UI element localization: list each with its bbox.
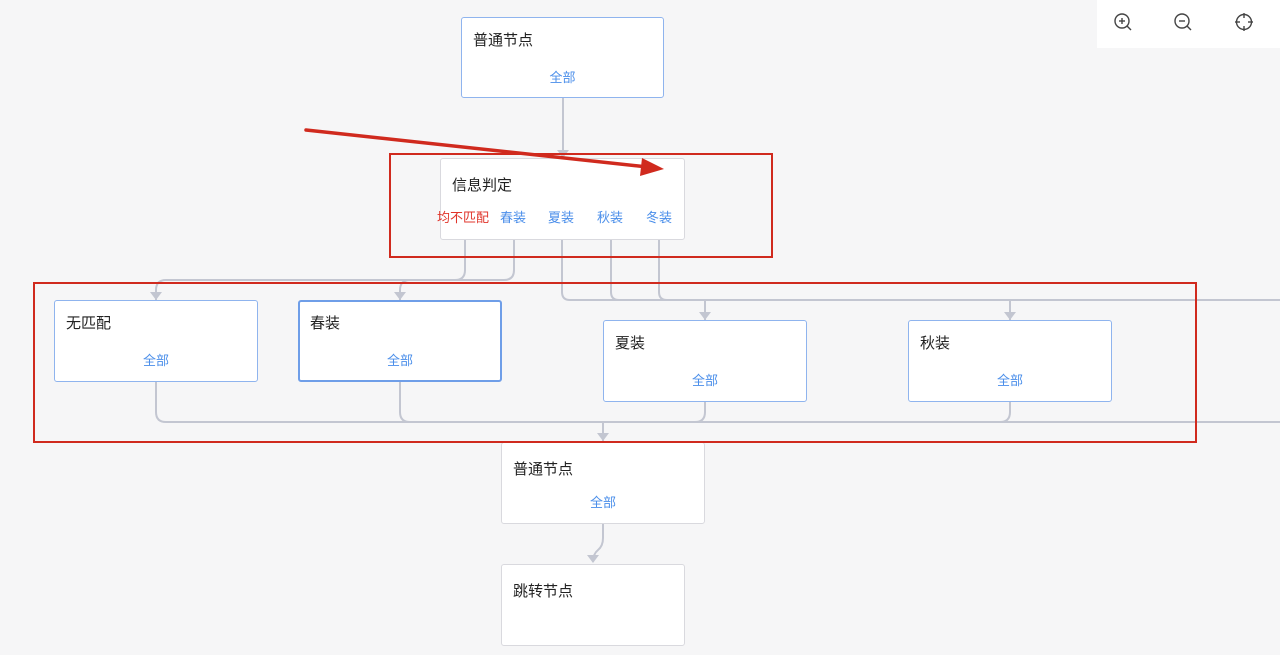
edge-summer-merge xyxy=(694,402,706,423)
node-title: 春装 xyxy=(310,314,341,332)
arrow-head xyxy=(394,292,406,300)
node-title: 普通节点 xyxy=(513,460,574,478)
edge-autumn-branch xyxy=(610,240,620,301)
zoom-in-icon[interactable] xyxy=(1112,11,1134,33)
jump-node[interactable]: 跳转节点 xyxy=(501,564,685,646)
branch-label-no-match[interactable]: 均不匹配 xyxy=(437,211,490,226)
merge-node[interactable]: 普通节点 全部 xyxy=(501,442,705,524)
node-scope-link[interactable]: 全部 xyxy=(386,354,413,369)
edge-summer-branch xyxy=(561,240,1280,301)
no-match-node[interactable]: 无匹配 全部 xyxy=(54,300,258,382)
arrow-head xyxy=(557,150,569,158)
summer-node[interactable]: 夏装 全部 xyxy=(603,320,807,402)
node-title: 普通节点 xyxy=(473,31,534,49)
arrow-head xyxy=(587,555,599,563)
arrow-head xyxy=(150,292,162,300)
crosshair-icon[interactable] xyxy=(1233,11,1255,33)
edge-spring-branch xyxy=(399,240,515,300)
edge-autumn-merge xyxy=(999,402,1011,423)
node-scope-link[interactable]: 全部 xyxy=(996,374,1023,389)
arrow-head xyxy=(1004,312,1016,320)
node-title: 信息判定 xyxy=(452,176,513,194)
autumn-node[interactable]: 秋装 全部 xyxy=(908,320,1112,402)
edge-winter-branch xyxy=(658,240,668,301)
spring-node[interactable]: 春装 全部 xyxy=(298,300,502,382)
zoom-out-icon[interactable] xyxy=(1172,11,1194,33)
decision-node[interactable]: 信息判定 xyxy=(440,158,685,240)
branch-label-winter[interactable]: 冬装 xyxy=(646,211,673,226)
edge-spring-merge xyxy=(399,382,411,423)
branch-label-spring[interactable]: 春装 xyxy=(500,211,527,226)
node-scope-link[interactable]: 全部 xyxy=(142,354,169,369)
start-node[interactable]: 普通节点 全部 xyxy=(461,17,664,98)
zoom-toolbar xyxy=(1097,0,1280,48)
node-title: 无匹配 xyxy=(66,314,112,332)
branch-label-summer[interactable]: 夏装 xyxy=(548,211,575,226)
arrow-head xyxy=(699,312,711,320)
arrow-head xyxy=(597,433,609,441)
node-title: 跳转节点 xyxy=(513,582,574,600)
node-title: 夏装 xyxy=(615,334,646,352)
node-scope-link[interactable]: 全部 xyxy=(691,374,718,389)
node-title: 秋装 xyxy=(920,334,951,352)
branch-label-autumn[interactable]: 秋装 xyxy=(597,211,624,226)
edge-nomatch-branch xyxy=(155,240,466,300)
node-scope-link[interactable]: 全部 xyxy=(549,71,576,86)
node-scope-link[interactable]: 全部 xyxy=(589,496,616,511)
